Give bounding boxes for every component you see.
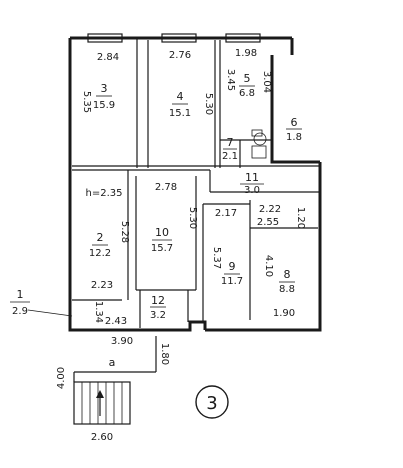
room-11-area: 3.0 <box>244 185 260 196</box>
room-2-area: 12.2 <box>89 248 111 259</box>
room-4-area: 15.1 <box>169 108 191 119</box>
dim-2-17: 2.17 <box>215 208 237 219</box>
dim-2-23: 2.23 <box>91 280 113 291</box>
room-a-label: a <box>109 356 116 369</box>
room-12-number: 12 <box>151 294 165 307</box>
windows-top <box>87 33 261 43</box>
dim-5-28: 5.28 <box>119 221 130 243</box>
dim-5-35: 5.35 <box>81 91 92 113</box>
room-9-area: 11.7 <box>221 276 243 287</box>
room-7-area: 2.1 <box>222 151 238 162</box>
dim-1-90: 1.90 <box>273 308 295 319</box>
sheet-number: 3 <box>206 393 217 414</box>
room-10-area: 15.7 <box>151 243 173 254</box>
room-5-number: 5 <box>244 72 251 85</box>
room-3-area: 15.9 <box>93 100 115 111</box>
dimension-labels-vertical: 5.35 5.30 3.45 3.04 5.28 5.30 1.20 5.37 … <box>56 69 306 389</box>
room-1-number: 1 <box>17 288 24 301</box>
room-5-area: 6.8 <box>239 88 255 99</box>
dim-h-2-35: h=2.35 <box>86 188 123 199</box>
room-4-number: 4 <box>177 90 184 103</box>
entrance-stairs <box>73 336 157 425</box>
dim-5-30-mid: 5.30 <box>187 207 198 229</box>
room-7-number: 7 <box>227 136 234 149</box>
arrow-up-icon <box>96 390 104 398</box>
room-1-area: 2.9 <box>12 306 28 317</box>
room-8-number: 8 <box>284 268 291 281</box>
room-6-area: 1.8 <box>286 132 302 143</box>
dim-1-34: 1.34 <box>93 301 104 323</box>
room-12-area: 3.2 <box>150 310 166 321</box>
dim-1-98: 1.98 <box>235 48 257 59</box>
dim-1-80: 1.80 <box>159 343 170 365</box>
interior-walls <box>72 38 320 328</box>
dim-5-30-top: 5.30 <box>203 93 214 115</box>
dimension-labels: 2.84 2.76 1.98 h=2.35 2.78 2.17 2.22 2.5… <box>86 48 296 443</box>
dim-5-37: 5.37 <box>211 247 222 269</box>
dim-4-10: 4.10 <box>263 255 274 277</box>
dim-2-84: 2.84 <box>97 52 119 63</box>
room-9-number: 9 <box>229 260 236 273</box>
room-10-number: 10 <box>155 226 169 239</box>
dim-2-78: 2.78 <box>155 182 177 193</box>
dim-1-20: 1.20 <box>295 207 306 229</box>
dim-2-76: 2.76 <box>169 50 191 61</box>
room-8-area: 8.8 <box>279 284 295 295</box>
dim-2-55: 2.55 <box>257 217 279 228</box>
outer-walls <box>68 36 322 332</box>
dim-3-04: 3.04 <box>261 71 272 93</box>
dim-2-60: 2.60 <box>91 432 113 443</box>
dim-2-22: 2.22 <box>259 204 281 215</box>
dim-2-43: 2.43 <box>105 316 127 327</box>
room-3-number: 3 <box>101 82 108 95</box>
dim-3-90: 3.90 <box>111 336 133 347</box>
room-6-number: 6 <box>291 116 298 129</box>
dim-4-00: 4.00 <box>56 367 67 389</box>
room-labels: 3 15.9 4 15.1 5 6.8 6 1.8 7 2.1 2 12.2 1… <box>10 72 302 369</box>
dim-3-45: 3.45 <box>225 69 236 91</box>
room-11-number: 11 <box>245 171 259 184</box>
room-2-number: 2 <box>97 231 104 244</box>
sheet-number-badge: 3 <box>195 385 229 419</box>
fixtures <box>251 129 267 159</box>
